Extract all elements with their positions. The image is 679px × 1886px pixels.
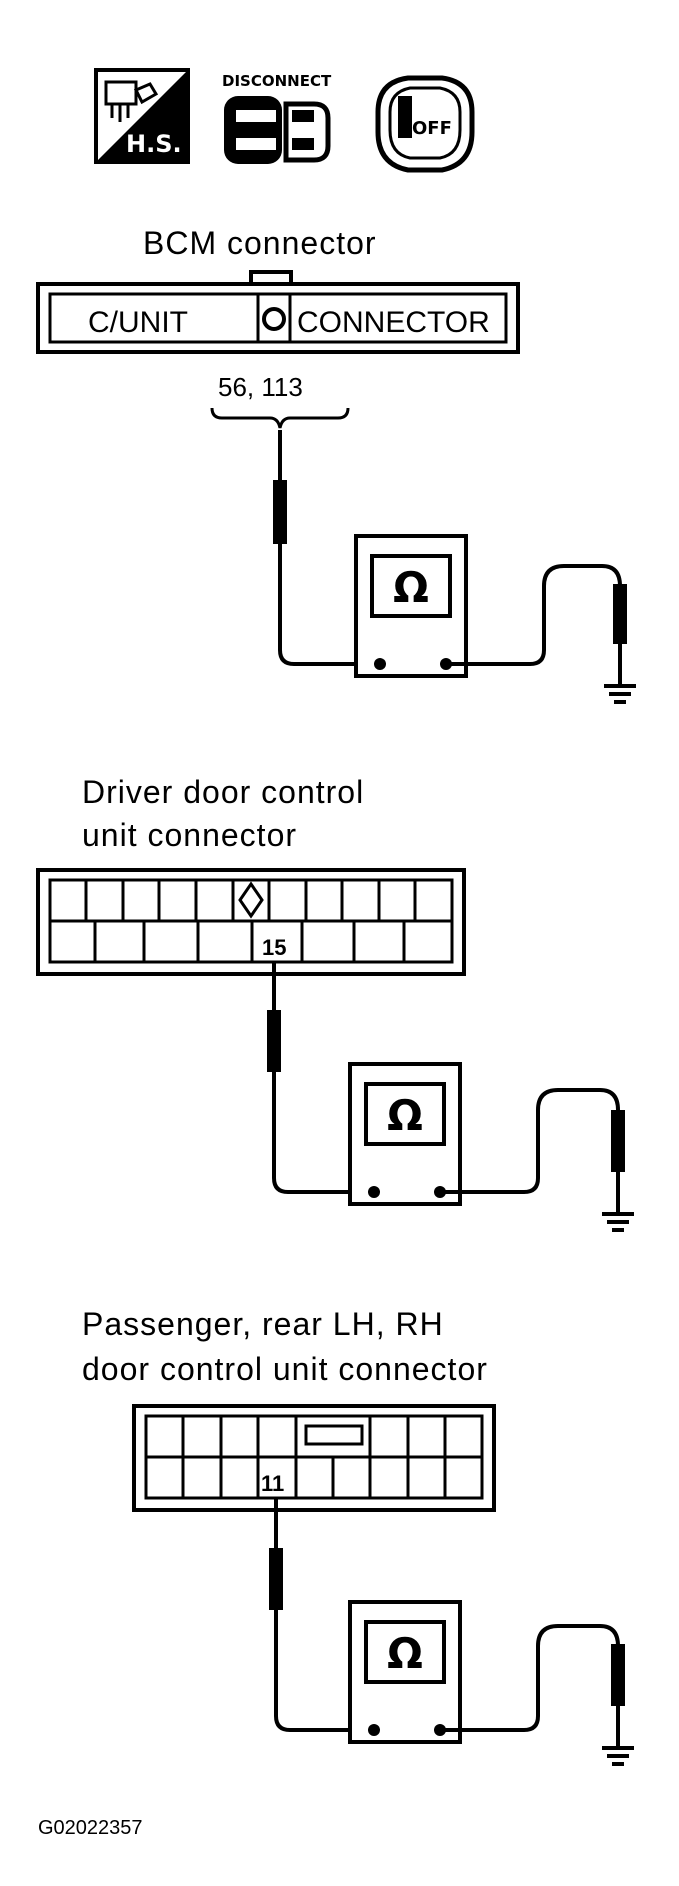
bcm-ground-probe: [613, 584, 627, 644]
bcm-probe: [273, 480, 287, 544]
bcm-ohmmeter: Ω: [354, 534, 468, 678]
passenger-connector-body: 11: [132, 1404, 496, 1512]
driver-heading-line2: unit connector: [82, 817, 297, 853]
ignition-key-off-icon: OFF: [375, 75, 475, 173]
bcm-cunit-label: C/UNIT: [88, 306, 188, 339]
bcm-ground-icon: [604, 684, 636, 704]
bcm-harness-side-mark: [262, 307, 286, 331]
passenger-ohmmeter: Ω: [348, 1600, 462, 1744]
passenger-ohm-symbol-icon: Ω: [387, 1629, 423, 1678]
section-bcm-connector: BCM connector C/UNIT CONNECTOR 56, 113 Ω: [36, 225, 636, 704]
passenger-probe: [269, 1548, 283, 1610]
driver-terminal-label: 15: [262, 935, 286, 960]
harness-hs-icon: H.S.: [94, 68, 190, 164]
section-driver-door-connector: Driver door control unit connector: [36, 774, 634, 1232]
passenger-connector-key-mark: [304, 1424, 364, 1446]
passenger-ground-probe: [611, 1644, 625, 1706]
driver-ground-icon: [602, 1212, 634, 1232]
driver-ground-probe: [611, 1110, 625, 1172]
driver-ohm-symbol-icon: Ω: [387, 1091, 423, 1140]
passenger-heading-line1: Passenger, rear LH, RH: [82, 1306, 444, 1342]
bcm-connector-body: C/UNIT CONNECTOR: [36, 270, 520, 354]
bcm-terminal-label: 56, 113: [218, 372, 303, 402]
passenger-terminal-label: 11: [261, 1471, 284, 1496]
passenger-ground-icon: [602, 1746, 634, 1766]
figure-code: G02022357: [38, 1817, 143, 1839]
passenger-heading-line2: door control unit connector: [82, 1351, 488, 1387]
bcm-heading: BCM connector: [143, 225, 377, 261]
hs-label: H.S.: [126, 130, 182, 158]
driver-ohmmeter: Ω: [348, 1062, 462, 1206]
bcm-terminal-bracket: [210, 407, 350, 429]
driver-heading-line1: Driver door control: [82, 774, 364, 810]
driver-probe: [267, 1010, 281, 1072]
section-passenger-door-connector: Passenger, rear LH, RH door control unit…: [82, 1306, 634, 1766]
disconnect-label: DISCONNECT: [222, 72, 332, 90]
driver-connector-body: 15: [36, 868, 466, 976]
key-off-label: OFF: [412, 118, 452, 139]
bcm-ohm-symbol-icon: Ω: [393, 563, 429, 612]
bcm-connector-label: CONNECTOR: [297, 306, 490, 339]
driver-connector-key-mark: [238, 881, 264, 919]
disconnect-icon: DISCONNECT: [222, 72, 332, 164]
